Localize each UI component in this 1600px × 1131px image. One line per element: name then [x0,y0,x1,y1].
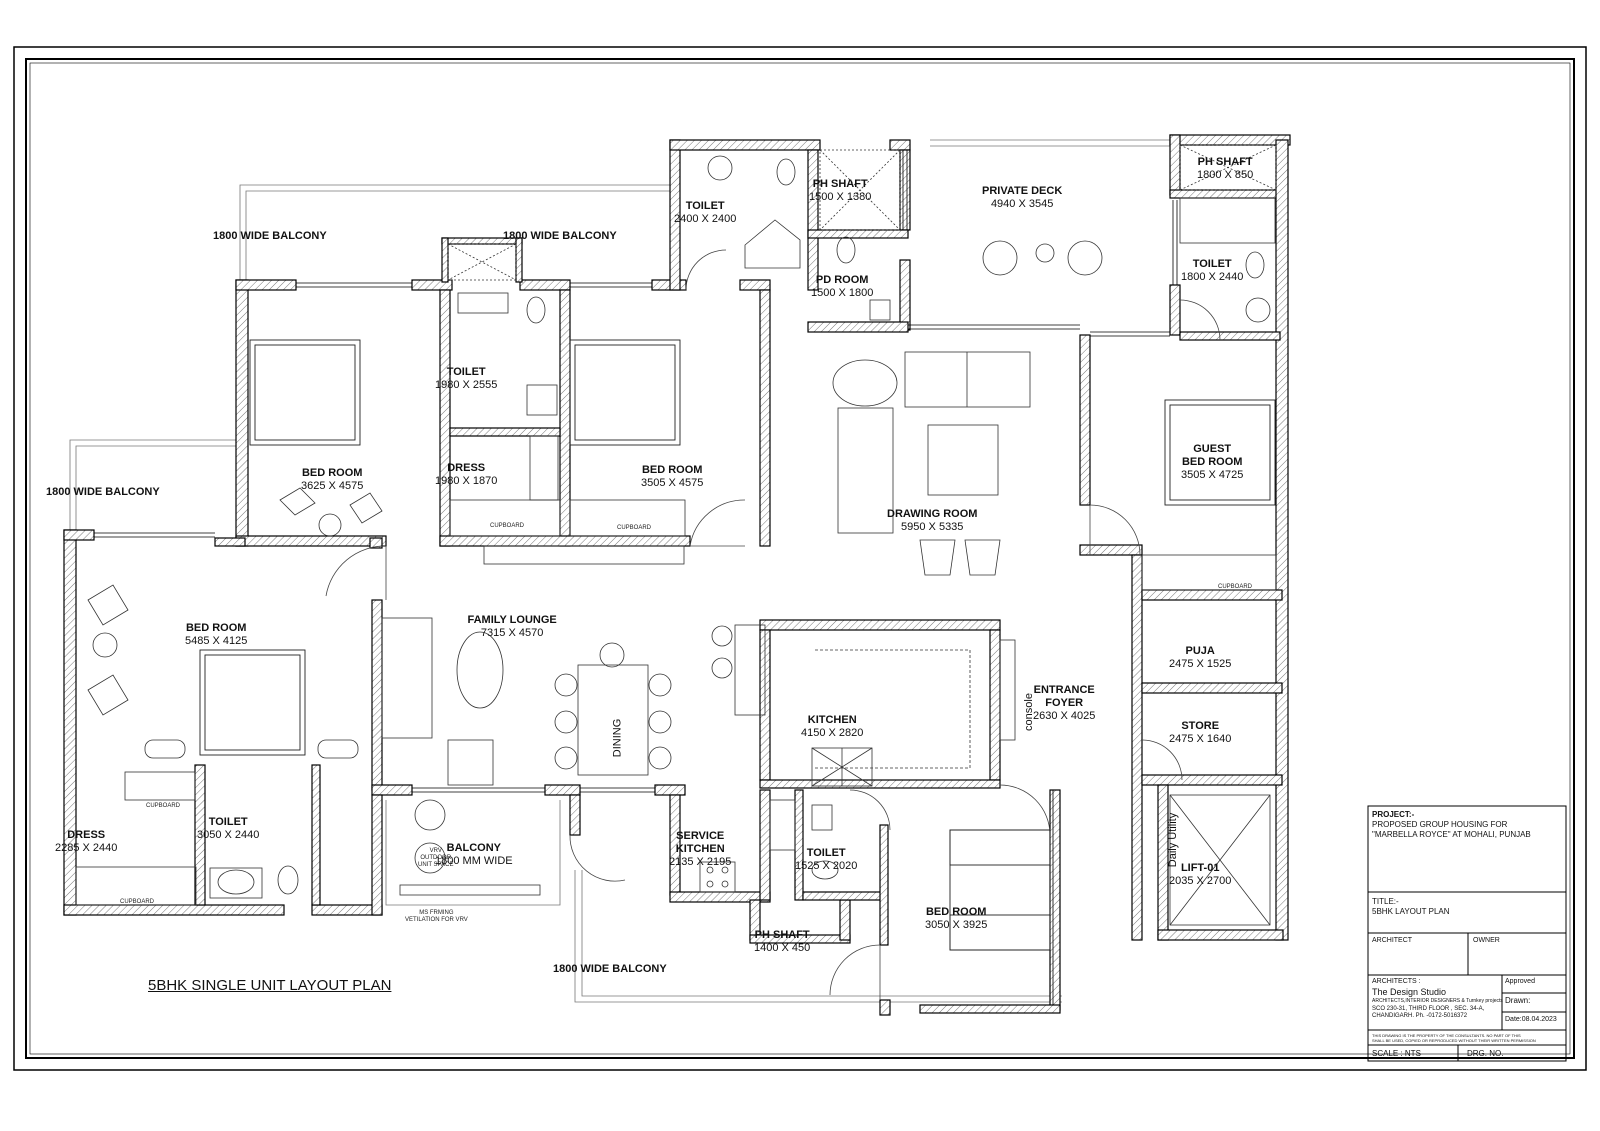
outer-border [13,46,1587,1071]
project-text-1: PROPOSED GROUP HOUSING FOR [1372,820,1508,829]
disclaimer-1: THIS DRAWING IS THE PROPERTY OF THE CONS… [1372,1033,1521,1038]
inner-border [25,58,1575,1059]
cupboard-note-guest: CUPBOARD [1218,584,1253,590]
project-label: PROJECT:- [1372,810,1415,819]
project-text-2: "MARBELLA ROYCE" AT MOHALI, PUNJAB [1372,830,1531,839]
title-block [1367,805,1567,1062]
date-label: Date:08.04.2023 [1505,1016,1557,1023]
windows [94,150,1178,1005]
room-label-bal-nw: 1800 WIDE BALCONY [213,230,327,242]
cupboard-note-dress: CUPBOARD [490,523,525,529]
vrv-note: VRV OUTDOOR UNIT SPACE [418,848,454,868]
ms-framing-note: MS FRMING VETILATION FOR VRV [405,910,468,923]
cupboard-note-bed2: CUPBOARD [617,525,652,531]
door-swings [325,249,1221,1000]
walls [63,134,1291,1016]
owner-label: OWNER [1473,937,1500,944]
beds [199,339,1276,951]
approved-label: Approved [1505,978,1535,985]
address-2: CHANDIGARH. Ph. -0172-5016372 [1372,1013,1468,1019]
drawn-label: Drawn: [1505,996,1531,1005]
room-label-bal-n2: 1800 WIDE BALCONY [503,230,617,242]
console-label: console [1022,693,1035,731]
daily-utility-label: Daily Utility [1167,812,1180,868]
architects-label: ARCHITECTS : [1372,978,1421,985]
furniture [75,144,1277,926]
architect-label: ARCHITECT [1372,937,1413,944]
drawing-title: 5BHK SINGLE UNIT LAYOUT PLAN [148,977,392,994]
room-label-bal-s: 1800 WIDE BALCONY [553,963,667,975]
room-label-bal-w: 1800 WIDE BALCONY [46,486,160,498]
cupboard-note-dress-sw: CUPBOARD [120,899,155,905]
disclaimer-2: SHALL BE USED, COPIED OR REPRODUCED WITH… [1372,1038,1536,1043]
cupboard-note-bed3: CUPBOARD [146,803,181,809]
dining-label: DINING [611,718,624,758]
address-1: SCO 230-31, THIRD FLOOR , SEC. 34-A, [1372,1006,1485,1012]
title-label: TITLE:- [1372,897,1399,906]
balcony-outlines [69,139,1180,1003]
drg-no-label: DRG. NO. [1467,1049,1504,1058]
title-text: 5BHK LAYOUT PLAN [1372,907,1450,916]
scale-label: SCALE : NTS [1372,1049,1421,1058]
firm-name: The Design Studio [1372,987,1447,997]
thin-frame [29,62,1571,1055]
firm-sub: ARCHITECTS,INTERIOR DESIGNERS & Turnkey … [1372,998,1503,1004]
